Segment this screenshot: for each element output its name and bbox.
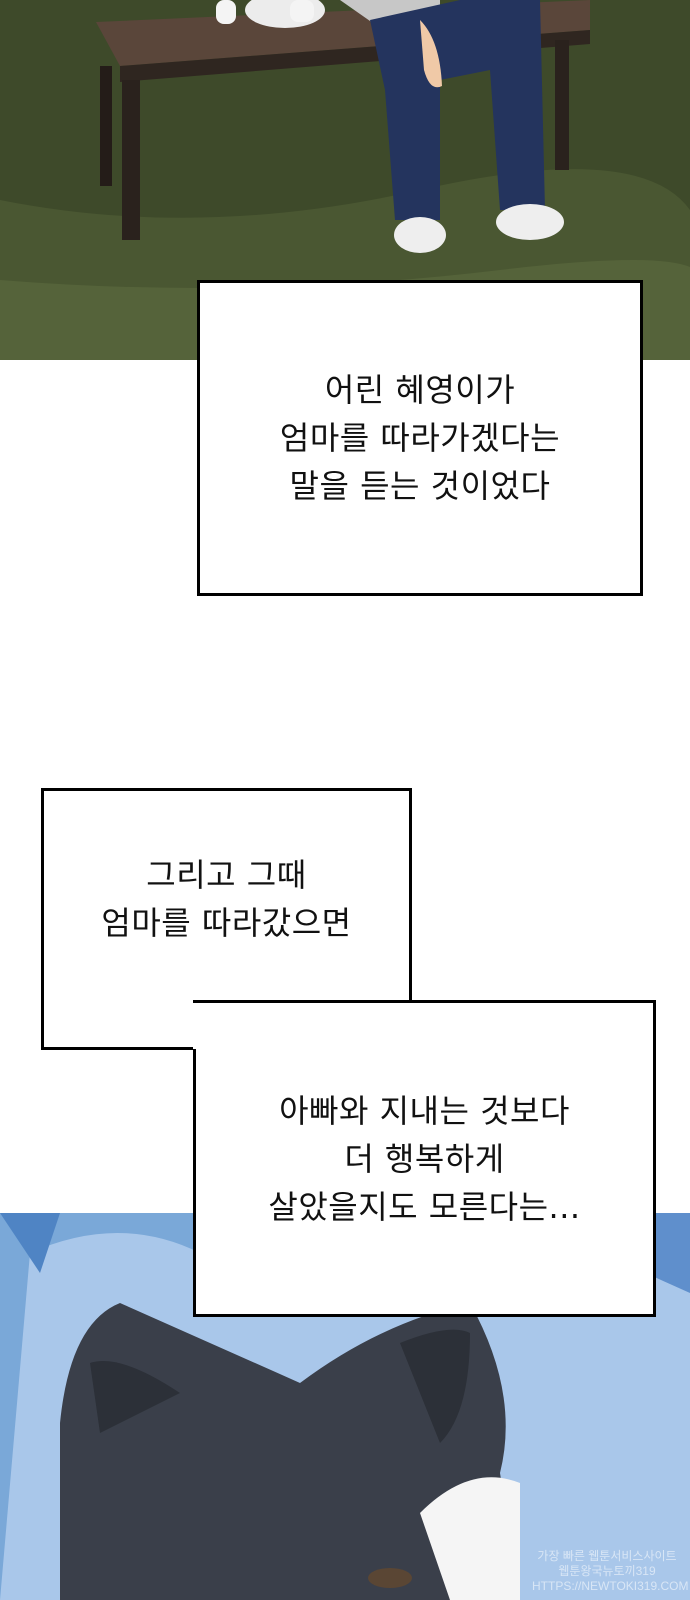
narration-line: 엄마를 따라가겠다는 [279,419,561,457]
narration-box: 아빠와 지내는 것보다 더 행복하게 살았을지도 모른다는... [193,1000,656,1317]
watermark-line: HTTPS://NEWTOKI319.COM [532,1579,689,1593]
narration-line: 살았을지도 모른다는... [268,1187,581,1226]
park-bench-scene [0,0,690,360]
narration-line: 말을 듣는 것이었다 [289,467,551,505]
narration-line: 그리고 그때 [146,856,307,894]
narration-box: 어린 혜영이가 엄마를 따라가겠다는 말을 듣는 것이었다 [197,280,643,596]
watermark-line: 웹툰왕국뉴토끼319 [558,1564,656,1578]
narration-line: 아빠와 지내는 것보다 [279,1091,570,1130]
top-illustration-panel [0,0,690,360]
narration-line: 어린 혜영이가 [324,371,516,409]
cat-on-bench [216,0,325,28]
seated-person [340,0,564,253]
box-join-cover [193,1003,409,1049]
site-watermark: 가장 빠른 웹툰서비스사이트 웹툰왕국뉴토끼319 HTTPS://NEWTOK… [532,1549,689,1594]
narration-line: 엄마를 따라갔으면 [101,904,352,942]
watermark-line: 가장 빠른 웹툰서비스사이트 [537,1549,677,1563]
narration-line: 더 행복하게 [344,1139,505,1178]
